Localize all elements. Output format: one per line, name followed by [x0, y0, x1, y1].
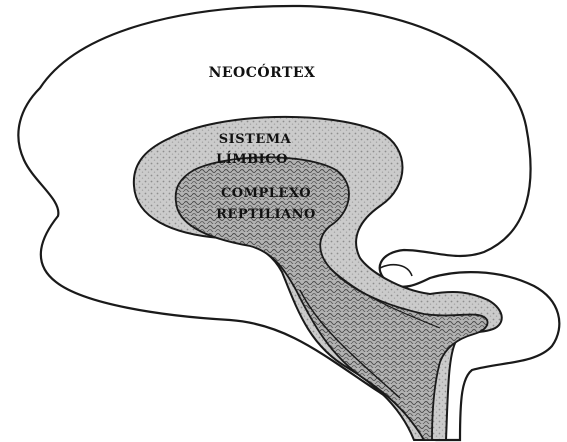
reptilian-label-line2: REPTILIANO: [216, 207, 316, 222]
limbic-label-line2: LÍMBICO: [216, 151, 288, 167]
reptilian-label-line1: COMPLEXO: [221, 186, 311, 201]
neocortex-notch: [380, 265, 412, 276]
limbic-label-line1: SISTEMA: [219, 132, 292, 147]
neocortex-label: NEOCÓRTEX: [209, 63, 316, 81]
